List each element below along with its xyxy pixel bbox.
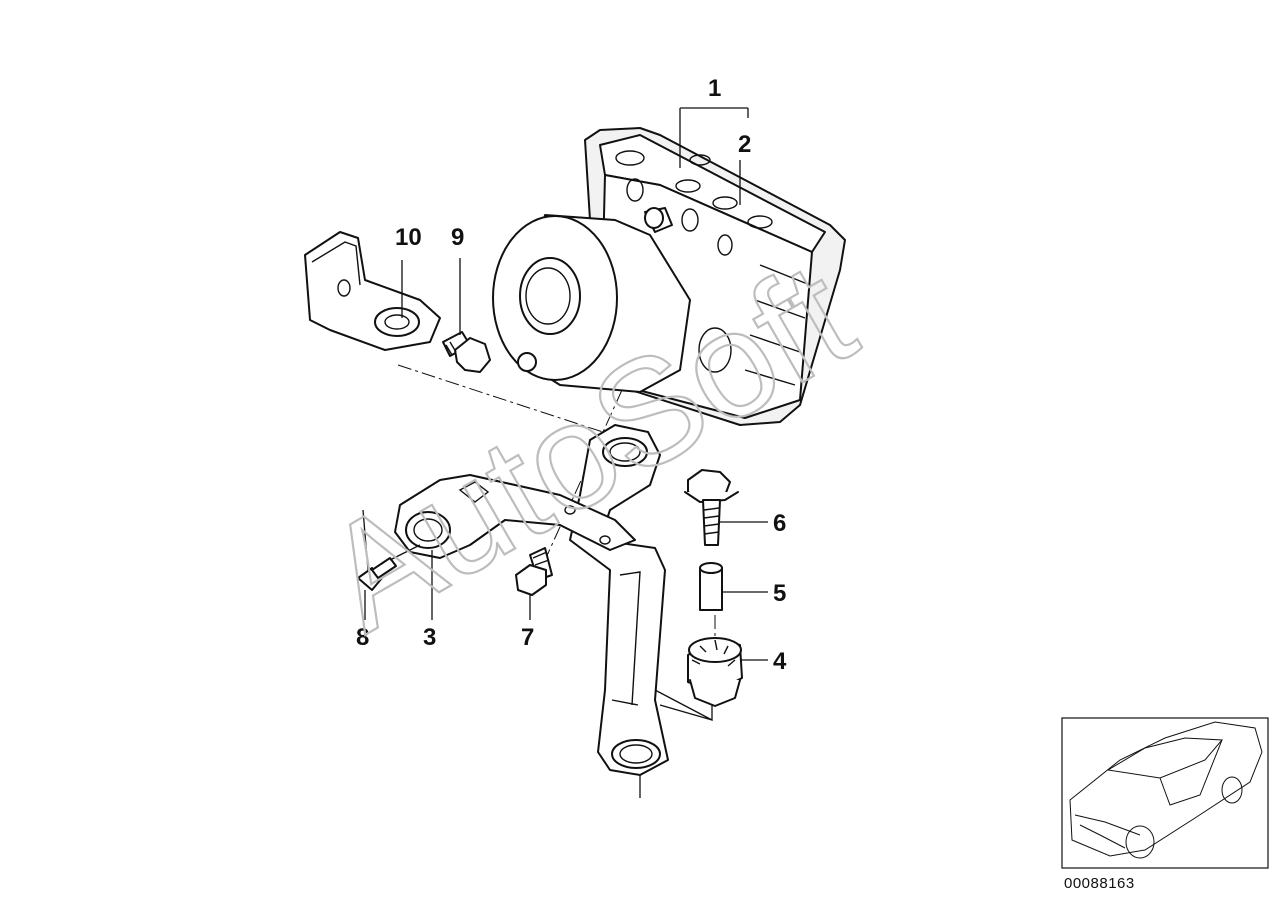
rubber-mount-4 (687, 637, 768, 707)
bolt-6 (684, 469, 768, 546)
callout-7: 7 (521, 624, 534, 651)
callout-9: 9 (451, 224, 464, 251)
callout-1: 1 (708, 75, 721, 102)
callout-3: 3 (423, 624, 436, 651)
hydraulic-unit-assembly (492, 107, 846, 426)
bracket-10 (304, 231, 441, 351)
vehicle-thumbnail (1061, 717, 1269, 869)
callout-8: 8 (356, 624, 369, 651)
bracket-3 (394, 474, 636, 620)
callout-5: 5 (773, 580, 786, 607)
bolt-7 (515, 547, 553, 620)
callout-4: 4 (773, 648, 787, 675)
callout-2: 2 (738, 131, 751, 158)
image-code: 00088163 (1064, 875, 1135, 892)
callout-6: 6 (773, 510, 786, 537)
pin-8 (357, 509, 421, 620)
assembly-line-a (397, 364, 613, 436)
bolt-9 (442, 258, 491, 373)
sleeve-5 (699, 562, 768, 611)
callout-10: 10 (395, 224, 422, 251)
